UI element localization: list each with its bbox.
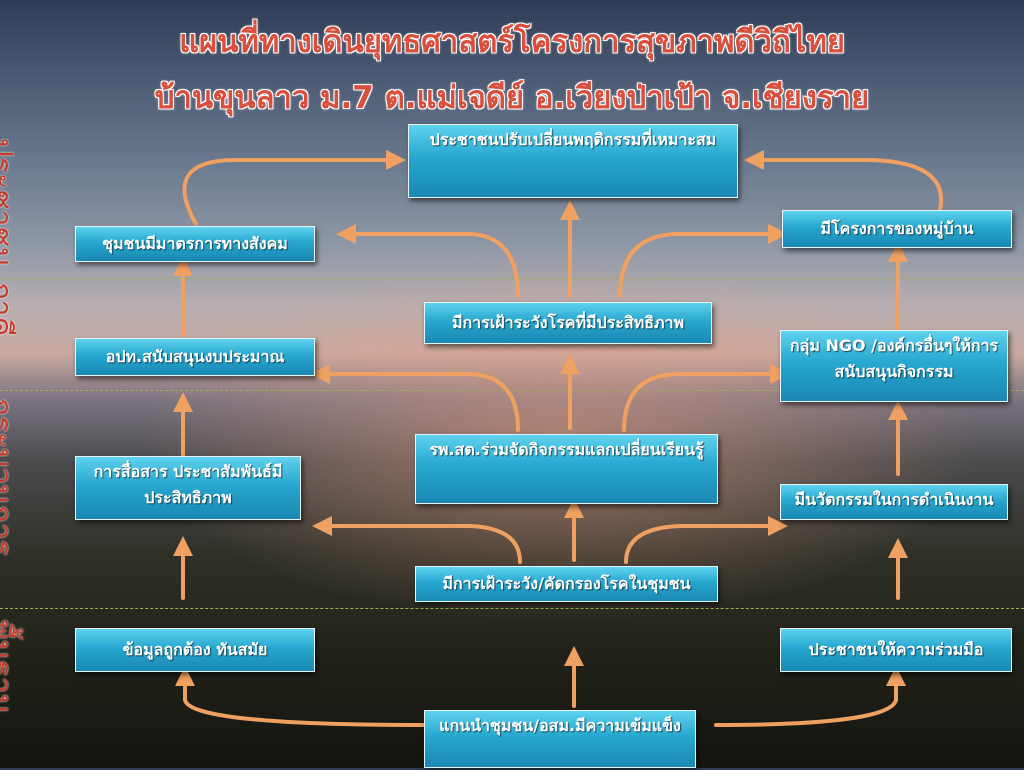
arrow-surveillance-to-projects	[618, 224, 788, 298]
box-accurate-data: ข้อมูลถูกต้อง ทันสมัย	[75, 628, 315, 672]
box-behavior-change: ประชาชนปรับเปลี่ยนพฤติกรรมที่เหมาะสม	[408, 124, 738, 198]
arrow-hospital-to-ngo	[622, 364, 790, 432]
box-innovation: มีนวัตกรรมในการดำเนินงาน	[780, 484, 1008, 520]
box-strong-leaders: แกนนำชุมชน/อสม.มีความเข้มแข็ง	[424, 710, 696, 768]
divider-partners-process	[0, 390, 1024, 391]
arrow-leaders-to-data	[175, 666, 426, 727]
divider-process-foundation	[0, 608, 1024, 609]
box-village-projects: มีโครงการของหมู่บ้าน	[782, 210, 1012, 248]
arrow-surveillance-to-social	[336, 224, 520, 298]
divider-people-partners	[0, 278, 1024, 279]
map-title-line-2: บ้านขุนลาว ม.7 ต.แม่เจดีย์ อ.เวียงป่าเป้…	[154, 80, 870, 116]
box-local-budget: อปท.สนับสนุนงบประมาณ	[75, 338, 315, 376]
box-social-measures: ชุมชนมีมาตรการทางสังคม	[75, 226, 315, 262]
arrow-projects-to-behavior	[744, 150, 944, 212]
arrow-social-to-behavior	[182, 150, 406, 226]
arrow-hospital-to-budget	[310, 364, 520, 432]
map-title-line-1: แผนที่ทางเดินยุทธศาสตร์โครงการสุขภาพดีวิ…	[179, 24, 845, 60]
arrow-screening-to-communication	[312, 516, 522, 564]
box-ngo-support: กลุ่ม NGO /องค์กรอื่นๆให้การสนับสนุนกิจก…	[780, 330, 1008, 402]
arrow-leaders-to-participation	[714, 666, 906, 727]
arrow-screening-to-innovation	[624, 516, 788, 564]
box-effective-surveillance: มีการเฝ้าระวังโรคที่มีประสิทธิภาพ	[424, 302, 712, 344]
box-communication: การสื่อสาร ประชาสัมพันธ์มีประสิทธิภาพ	[75, 456, 301, 520]
box-hospital-learning: รพ.สต.ร่วมจัดกิจกรรมแลกเปลี่ยนเรียนรู้	[415, 434, 718, 504]
box-screening: มีการเฝ้าระวัง/คัดกรองโรคในชุมชน	[415, 566, 718, 602]
box-participation: ประชาชนให้ความร่วมมือ	[780, 628, 1012, 672]
